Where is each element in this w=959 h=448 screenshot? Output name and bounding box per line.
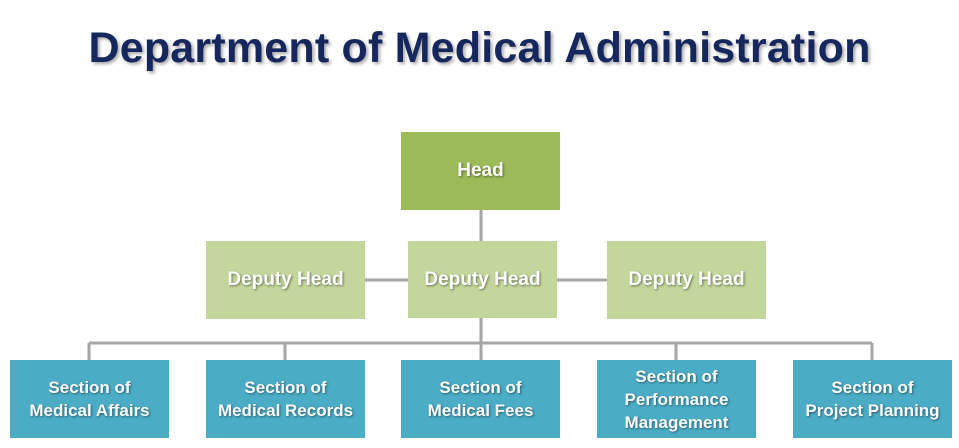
page-title: Department of Medical Administration bbox=[88, 24, 871, 72]
section-medical-fees: Section of Medical Fees bbox=[401, 360, 560, 438]
head-node: Head bbox=[401, 132, 560, 210]
section-label: Section of Performance Management bbox=[624, 366, 729, 432]
head-label: Head bbox=[457, 160, 504, 181]
section-medical-affairs: Section of Medical Affairs bbox=[10, 360, 169, 438]
section-label: Section of Medical Affairs bbox=[29, 378, 150, 420]
deputy-head-node-right: Deputy Head bbox=[607, 241, 766, 319]
section-label: Section of Medical Fees bbox=[427, 378, 534, 420]
section-label: Section of Project Planning bbox=[805, 378, 940, 420]
section-project-planning: Section of Project Planning bbox=[793, 360, 952, 438]
deputy-head-node-center: Deputy Head bbox=[408, 241, 557, 318]
deputy-head-label: Deputy Head bbox=[227, 269, 344, 290]
section-performance-management: Section of Performance Management bbox=[597, 360, 756, 438]
deputy-head-node-left: Deputy Head bbox=[206, 241, 365, 319]
deputy-head-label: Deputy Head bbox=[424, 268, 541, 290]
deputy-head-label: Deputy Head bbox=[628, 269, 745, 290]
section-label: Section of Medical Records bbox=[217, 378, 354, 420]
section-medical-records: Section of Medical Records bbox=[206, 360, 365, 438]
